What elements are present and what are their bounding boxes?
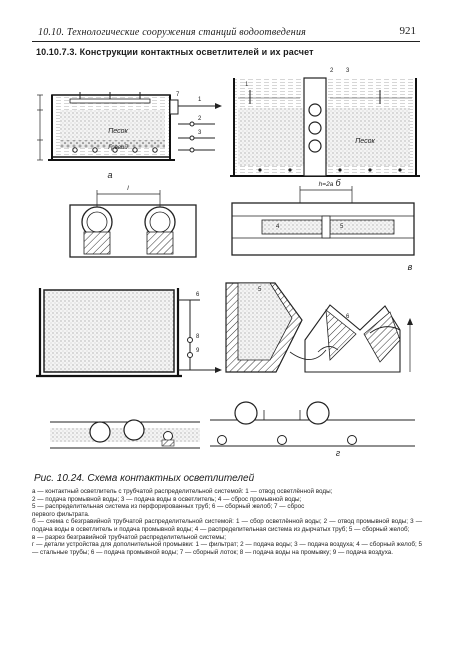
figure-legend: а — контактный осветлитель с трубчатой р… xyxy=(32,488,422,556)
gravel-label-a: Гравий xyxy=(108,144,128,151)
sand-label-a: Песок xyxy=(108,128,128,135)
legend-line-2: 2 — подача промывной воды; 3 — подача во… xyxy=(32,495,302,503)
panel-g-pipe-strip xyxy=(50,401,415,449)
panel-label-b: б xyxy=(335,178,341,188)
running-header-title: 10.10. Технологические сооружения станци… xyxy=(38,27,306,38)
section-heading: 10.10.7.3. Конструкции контактных осветл… xyxy=(36,47,314,57)
panel-a-drawing xyxy=(37,92,222,161)
panel-g-drawing xyxy=(36,282,413,378)
callout-4v: 4 xyxy=(276,224,280,230)
callout-8g: 8 xyxy=(196,334,200,340)
figure-caption: Рис. 10.24. Схема контактных осветлителе… xyxy=(34,473,255,484)
legend-line-3: 5 — распределительная система из перфори… xyxy=(32,503,305,511)
callout-5v: 5 xyxy=(340,224,344,230)
callout-1a: 1 xyxy=(198,97,202,103)
legend-line-4: первого фильтрата. xyxy=(32,510,90,518)
callout-3b: 3 xyxy=(346,68,350,74)
callout-7a: 7 xyxy=(176,92,180,98)
dim-label-h: h=2а xyxy=(319,181,334,188)
callout-1b: 1 xyxy=(245,82,249,88)
technical-figure: Песок Гравий а 1 2 3 7 Песок xyxy=(36,68,420,458)
callout-6g: 6 xyxy=(196,292,200,298)
panel-label-a: а xyxy=(107,170,112,180)
legend-line-7: г — детали устройства для дополнительной… xyxy=(32,541,422,556)
sand-label-b: Песок xyxy=(355,138,375,145)
dim-label-l: l xyxy=(127,185,129,192)
legend-line-1: а — контактный осветлитель с трубчатой р… xyxy=(32,488,333,495)
page-number: 921 xyxy=(399,25,417,37)
running-header: 10.10. Технологические сооружения станци… xyxy=(32,25,420,42)
panel-label-g: г xyxy=(336,448,341,458)
panel-v-drawing xyxy=(69,186,415,258)
legend-line-6: в — разрез безгравийной трубчатой распре… xyxy=(32,533,226,541)
callout-2a: 2 xyxy=(198,116,202,122)
callout-5g: 5 xyxy=(258,287,262,293)
callout-9g: 9 xyxy=(196,348,200,354)
legend-line-5: б — схема с безгравийной трубчатой распр… xyxy=(32,518,422,533)
callout-3a: 3 xyxy=(198,130,202,136)
callout-2b: 2 xyxy=(330,68,334,74)
panel-b-drawing xyxy=(230,77,420,177)
panel-label-v: в xyxy=(408,262,413,272)
callout-6g2: 6 xyxy=(346,314,350,320)
